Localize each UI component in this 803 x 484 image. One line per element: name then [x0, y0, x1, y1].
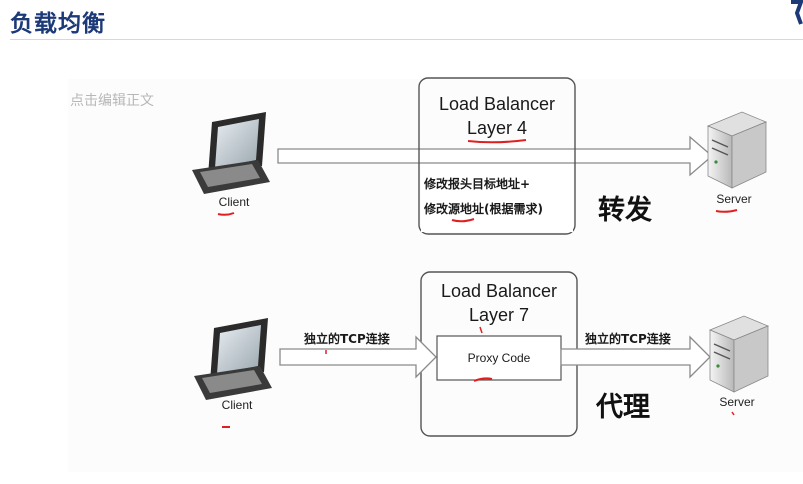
diagram-figure: [68, 79, 803, 472]
layer4-note-line2: 修改源地址(根据需求): [423, 201, 543, 216]
server-icon: [706, 111, 768, 189]
proxy-code-label: Proxy Code: [468, 351, 531, 365]
left-connection-label: 独立的TCP连接: [303, 331, 390, 346]
editor-placeholder[interactable]: 点击编辑正文: [70, 93, 154, 109]
page-title: 负载均衡: [10, 11, 106, 37]
red-underline-mark: [731, 411, 735, 416]
red-underline-mark: [467, 139, 527, 144]
layer7-title-line1: Load Balancer: [441, 281, 557, 301]
server-icon: [708, 315, 770, 393]
client-laptop-icon: [194, 318, 272, 400]
client-laptop-icon: [192, 112, 270, 194]
red-underline-mark: [217, 212, 235, 216]
corner-icon[interactable]: [789, 0, 803, 26]
red-underline-mark: [473, 377, 493, 382]
layer4-note-line1: 修改报头目标地址+: [423, 176, 530, 191]
layer7-title-line2: Layer 7: [469, 305, 529, 325]
client-label: Client: [219, 195, 250, 209]
server-label: Server: [716, 192, 751, 206]
layer4-title-line1: Load Balancer: [439, 94, 555, 114]
red-underline-mark: [451, 218, 475, 223]
title-divider: [10, 39, 803, 40]
layer4-balancer-box: [418, 77, 576, 235]
forward-action-label: 转发: [598, 194, 652, 226]
right-connection-arrow: [560, 335, 711, 379]
right-connection-label: 独立的TCP连接: [584, 331, 671, 346]
red-underline-mark: [479, 326, 483, 334]
forward-arrow: [277, 135, 713, 177]
red-underline-mark: [715, 209, 738, 213]
left-connection-arrow: [279, 335, 437, 379]
client-label: Client: [222, 398, 253, 412]
server-label: Server: [719, 395, 754, 409]
proxy-code-box: [436, 335, 562, 381]
proxy-action-label: 代理: [595, 392, 650, 423]
layer4-title-line2: Layer 4: [467, 118, 527, 138]
